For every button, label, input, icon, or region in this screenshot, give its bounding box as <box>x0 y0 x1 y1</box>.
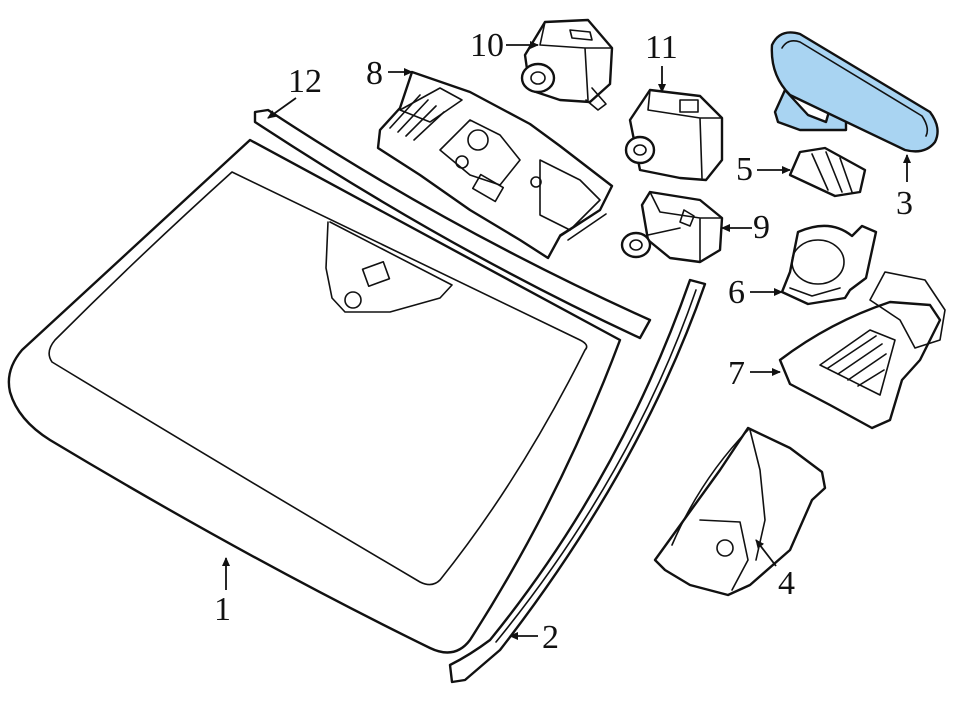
part-cover-4 <box>653 426 827 597</box>
part-windshield <box>7 138 622 654</box>
part-pad <box>788 146 867 198</box>
leader-12 <box>267 97 297 119</box>
part-cover-7 <box>778 271 946 430</box>
leader-4 <box>755 539 777 567</box>
callout-labels: 1 2 3 4 5 6 7 8 9 10 11 12 <box>214 27 913 656</box>
label-11: 11 <box>645 29 678 66</box>
part-camera-11 <box>624 88 724 182</box>
part-mirror-highlighted <box>770 31 939 153</box>
label-10: 10 <box>470 27 504 64</box>
part-bracket-board <box>376 70 614 260</box>
label-2: 2 <box>542 619 559 656</box>
part-top-molding <box>253 108 652 340</box>
part-side-molding <box>448 278 707 684</box>
part-rain-sensor <box>780 224 878 306</box>
leader-lines <box>222 41 911 640</box>
part-camera-9 <box>620 190 724 264</box>
label-6: 6 <box>728 274 745 311</box>
label-9: 9 <box>753 209 770 246</box>
label-3: 3 <box>896 185 913 222</box>
label-5: 5 <box>736 151 753 188</box>
label-8: 8 <box>366 55 383 92</box>
label-7: 7 <box>728 355 745 392</box>
label-12: 12 <box>288 63 322 100</box>
label-4: 4 <box>778 565 795 602</box>
part-camera-10 <box>520 18 614 111</box>
label-1: 1 <box>214 591 231 628</box>
